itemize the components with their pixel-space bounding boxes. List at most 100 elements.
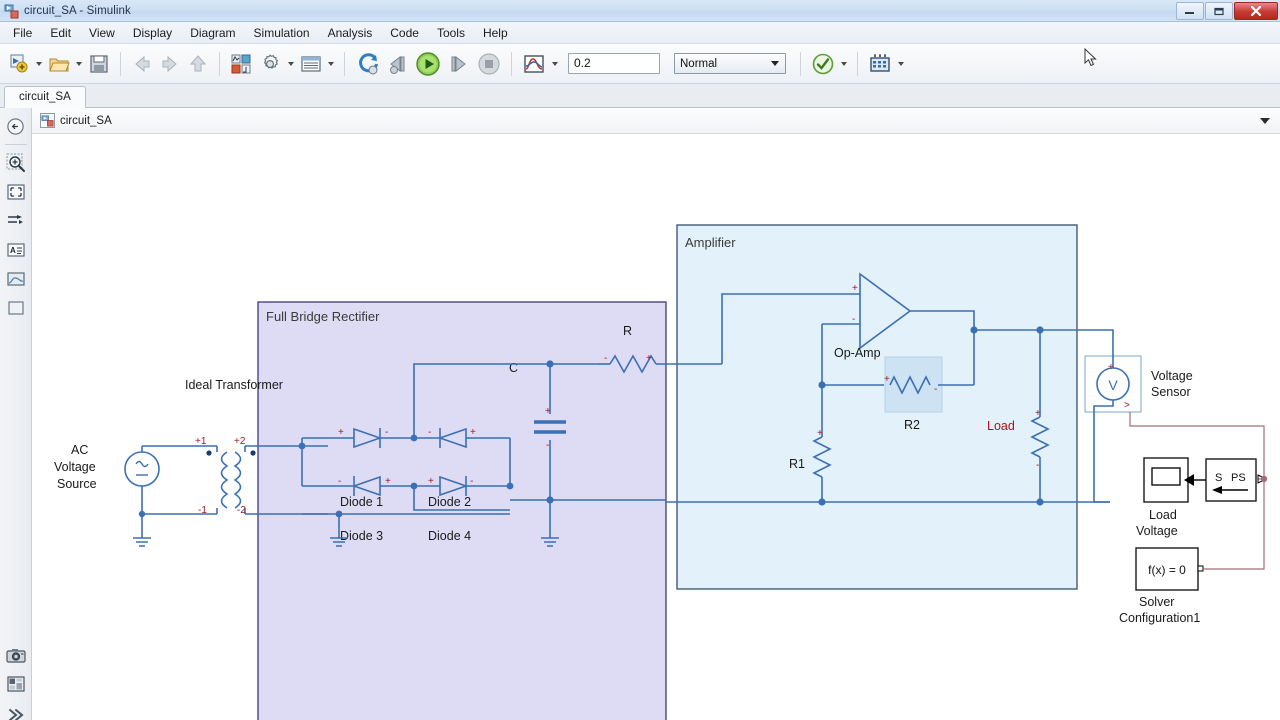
model-advisor-dropdown-caret[interactable] (841, 61, 847, 66)
toolbar: 0.2 Normal (0, 44, 1280, 84)
wire-bridge-mid-bottom (413, 486, 510, 511)
window-title: circuit_SA - Simulink (24, 4, 131, 17)
library-browser-button[interactable] (228, 49, 254, 79)
svg-text:+: + (385, 476, 391, 487)
menu-analysis[interactable]: Analysis (327, 25, 373, 40)
menu-help[interactable]: Help (482, 25, 508, 40)
open-model-button[interactable] (46, 49, 72, 79)
solver-equation: f(x) = 0 (1148, 563, 1186, 577)
ac-voltage-source (124, 446, 160, 514)
model-advisor-button[interactable] (809, 49, 837, 79)
close-button[interactable] (1234, 2, 1278, 20)
image-icon[interactable] (1, 265, 31, 293)
solver-label-2: Configuration1 (1119, 611, 1200, 625)
menu-diagram[interactable]: Diagram (190, 25, 236, 40)
breadcrumb: circuit_SA (32, 108, 1280, 134)
tab-circuit-sa[interactable]: circuit_SA (4, 86, 86, 108)
toolbar-separator-6 (857, 51, 858, 76)
expand-chevrons-icon[interactable] (1, 701, 31, 720)
annotation-icon[interactable]: A (1, 236, 31, 264)
solver-configuration: f(x) = 0 Solver Configuration1 (1119, 475, 1268, 625)
toolbar-separator-4 (511, 51, 512, 76)
update-model-button[interactable] (353, 49, 381, 79)
svg-text:+: + (817, 428, 823, 439)
step-back-button[interactable] (383, 49, 411, 79)
amplifier-title: Amplifier (685, 235, 736, 250)
model-settings-button[interactable] (256, 49, 284, 79)
stop-button[interactable] (475, 49, 503, 79)
navigate-back-button[interactable] (129, 49, 155, 79)
signal-logging-dropdown-caret[interactable] (552, 61, 558, 66)
load-label: Load (987, 419, 1015, 433)
resistor-r2: + - R2 (884, 356, 974, 432)
sidebar-navigate-back-icon[interactable] (1, 112, 31, 140)
camera-icon[interactable] (1, 642, 31, 670)
svg-text:+: + (1035, 408, 1041, 419)
simulation-mode-value: Normal (680, 57, 718, 70)
signal-logging-button[interactable] (520, 49, 548, 79)
svg-text:-: - (546, 440, 549, 451)
voltage-sensor-label-2: Sensor (1151, 385, 1191, 399)
svg-text:-: - (852, 314, 855, 325)
model-explorer-button[interactable] (298, 49, 324, 79)
build-model-dropdown-caret[interactable] (898, 61, 904, 66)
sidebar-separator (4, 144, 27, 145)
simulink-model-icon (4, 3, 20, 19)
voltage-sensor: V + > Voltage Sensor (1084, 355, 1193, 413)
signal-routing-icon[interactable] (1, 207, 31, 235)
simulation-stop-time-input[interactable]: 0.2 (568, 53, 660, 74)
ground-capacitor (541, 500, 559, 547)
op-amp-label: Op-Amp (834, 346, 881, 360)
svg-text:+: + (884, 374, 890, 385)
menu-edit[interactable]: Edit (50, 25, 72, 40)
svg-text:+: + (338, 427, 344, 438)
diode-2-label: Diode 2 (428, 495, 471, 509)
diode-3: - + Diode 3 (302, 475, 414, 543)
model-settings-dropdown-caret[interactable] (288, 61, 294, 66)
minimize-button[interactable] (1176, 2, 1204, 20)
model-explorer-dropdown-caret[interactable] (328, 61, 334, 66)
resistor-r-label: R (623, 324, 632, 338)
open-model-dropdown-caret[interactable] (76, 61, 82, 66)
diode-1-label: Diode 1 (340, 495, 383, 509)
layout-icon[interactable] (1, 670, 31, 698)
build-model-button[interactable] (866, 49, 894, 79)
chevron-down-icon[interactable] (1260, 117, 1270, 124)
svg-text:-: - (338, 476, 341, 487)
scope-label-1: Load (1149, 508, 1177, 522)
navigate-forward-button[interactable] (157, 49, 183, 79)
breadcrumb-path[interactable]: circuit_SA (60, 114, 112, 127)
fit-to-view-icon[interactable] (1, 178, 31, 206)
diode-1: + - Diode 1 (302, 427, 414, 509)
menu-tools[interactable]: Tools (436, 25, 465, 40)
menu-display[interactable]: Display (132, 25, 173, 40)
toolbar-separator-2 (219, 51, 220, 76)
save-model-button[interactable] (86, 49, 112, 79)
ground-rectifier (330, 510, 348, 547)
run-button[interactable] (413, 49, 443, 79)
restore-button[interactable] (1205, 2, 1233, 20)
new-model-button[interactable] (6, 49, 32, 79)
resistor-r2-label: R2 (904, 418, 920, 432)
chevron-down-icon (771, 61, 779, 66)
menu-code[interactable]: Code (390, 25, 419, 40)
menu-view[interactable]: View (89, 25, 115, 40)
ac-source-label-1: AC (71, 443, 88, 457)
diode-4: + - Diode 4 (414, 475, 510, 543)
diode-2: - + Diode 2 (414, 427, 510, 509)
navigate-up-button[interactable] (185, 49, 211, 79)
menu-file[interactable]: File (13, 25, 33, 40)
new-model-dropdown-caret[interactable] (36, 61, 42, 66)
capacitor-c: + - C (509, 361, 566, 500)
step-forward-button[interactable] (445, 49, 473, 79)
model-canvas[interactable]: Ideal Transformer +1 -1 +2 -2 AC Voltage… (32, 134, 1280, 720)
svg-text:-: - (1036, 460, 1039, 471)
wire-sensor-bottom (1093, 412, 1110, 503)
svg-text:+: + (428, 476, 434, 487)
converter-out-label: PS (1231, 472, 1246, 484)
area-box-icon[interactable] (1, 294, 31, 322)
converter-in-label: S (1215, 472, 1222, 484)
simulation-mode-select[interactable]: Normal (674, 53, 786, 74)
zoom-in-icon[interactable] (1, 149, 31, 177)
menu-simulation[interactable]: Simulation (253, 25, 310, 40)
